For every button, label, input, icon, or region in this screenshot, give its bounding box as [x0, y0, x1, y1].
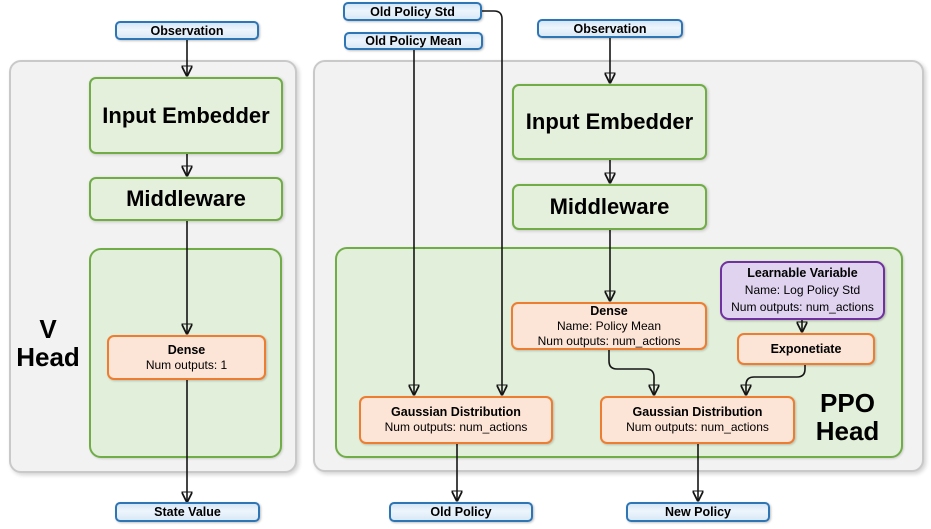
old-policy-std-node: Old Policy Std	[343, 2, 482, 21]
v-dense-num-outputs: Num outputs: 1	[145, 357, 228, 372]
v-input-embedder-label: Input Embedder	[102, 102, 270, 128]
new-policy-node: New Policy	[626, 502, 770, 522]
new-policy-label: New Policy	[665, 505, 731, 519]
old-policy-std-label: Old Policy Std	[370, 4, 455, 19]
ppo-observation-node: Observation	[537, 19, 683, 38]
v-observation-label: Observation	[150, 23, 224, 38]
ppo-input-embedder-node: Input Embedder	[512, 84, 707, 160]
gaussian-distribution-old-node: Gaussian Distribution Num outputs: num_a…	[359, 396, 553, 444]
v-middleware-label: Middleware	[126, 186, 246, 211]
exponetiate-node: Exponetiate	[737, 333, 875, 365]
old-policy-mean-label: Old Policy Mean	[365, 34, 462, 48]
learnable-variable-title: Learnable Variable	[747, 266, 858, 280]
state-value-label: State Value	[154, 505, 221, 519]
v-dense-title: Dense	[167, 342, 206, 357]
learnable-variable-name: Name: Log Policy Std	[744, 283, 861, 297]
gaussian-old-num-outputs: Num outputs: num_actions	[384, 420, 528, 434]
gaussian-distribution-new-node: Gaussian Distribution Num outputs: num_a…	[600, 396, 795, 444]
old-policy-mean-node: Old Policy Mean	[344, 32, 483, 50]
v-head-title-line2: Head	[16, 342, 80, 372]
ppo-dense-node: Dense Name: Policy Mean Num outputs: num…	[511, 302, 707, 350]
ppo-input-embedder-label: Input Embedder	[525, 109, 694, 134]
ppo-middleware-node: Middleware	[512, 184, 707, 230]
exponetiate-label: Exponetiate	[770, 341, 842, 356]
ppo-dense-title: Dense	[590, 303, 628, 318]
v-head-title: V Head	[8, 314, 88, 372]
ppo-dense-num-outputs: Num outputs: num_actions	[537, 333, 681, 348]
state-value-node: State Value	[115, 502, 260, 522]
v-observation-node: Observation	[115, 21, 259, 40]
ppo-head-title-line1: PPO	[820, 388, 875, 418]
gaussian-new-num-outputs: Num outputs: num_actions	[626, 420, 769, 434]
ppo-middleware-label: Middleware	[549, 194, 670, 219]
old-policy-node: Old Policy	[389, 502, 533, 522]
gaussian-new-title: Gaussian Distribution	[632, 405, 763, 419]
v-middleware-node: Middleware	[89, 177, 283, 221]
learnable-variable-node: Learnable Variable Name: Log Policy Std …	[720, 261, 885, 320]
v-head-title-line1: V	[39, 314, 57, 344]
ppo-head-title: PPO Head	[795, 388, 900, 446]
v-dense-node: Dense Num outputs: 1	[107, 335, 266, 380]
ppo-observation-label: Observation	[573, 21, 647, 36]
ppo-head-title-line2: Head	[815, 416, 880, 446]
old-policy-label: Old Policy	[430, 505, 492, 519]
ppo-dense-name: Name: Policy Mean	[556, 318, 662, 333]
v-input-embedder-node: Input Embedder	[89, 77, 283, 154]
learnable-variable-num-outputs: Num outputs: num_actions	[731, 300, 874, 314]
gaussian-old-title: Gaussian Distribution	[391, 405, 521, 419]
